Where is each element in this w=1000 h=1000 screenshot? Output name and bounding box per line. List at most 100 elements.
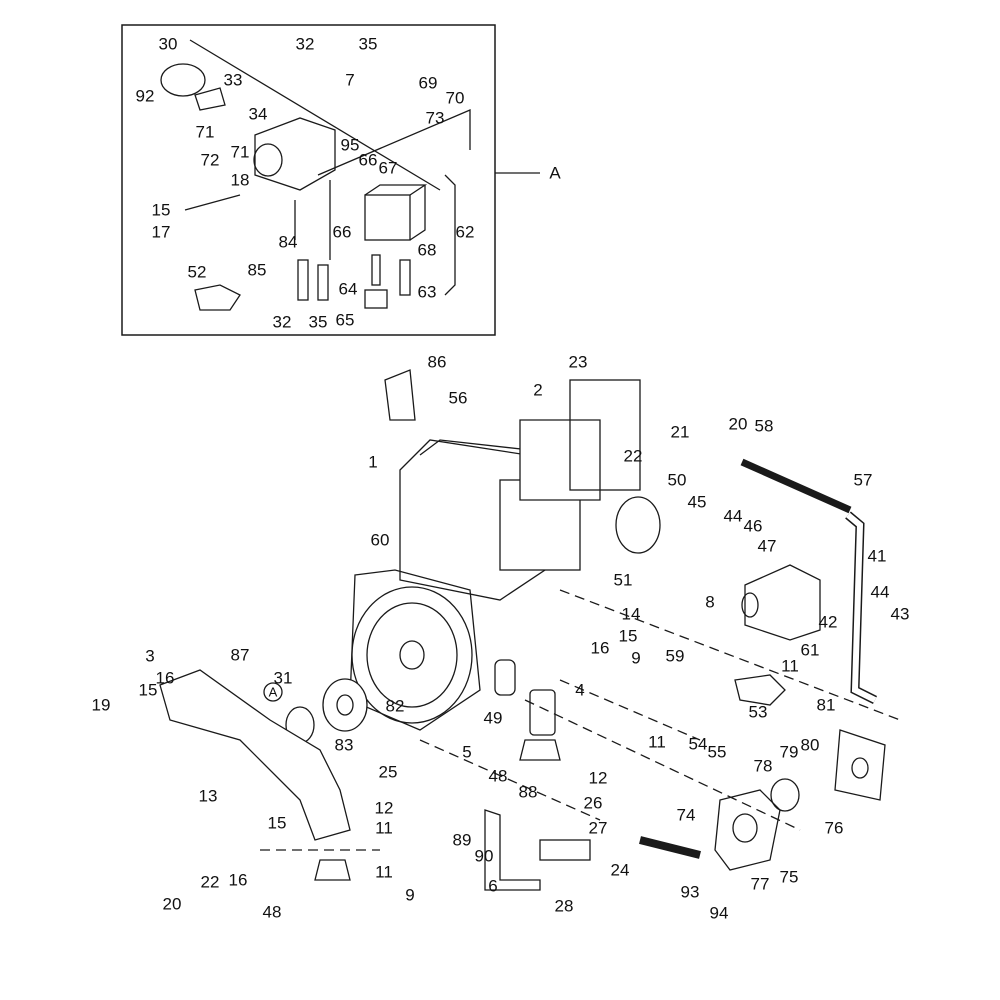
part-label: 71 bbox=[230, 142, 250, 162]
part-label: 43 bbox=[890, 604, 910, 624]
part-label: 15 bbox=[151, 200, 171, 220]
part-label: 70 bbox=[445, 88, 465, 108]
part-label: 12 bbox=[374, 798, 394, 818]
part-label: 86 bbox=[427, 352, 447, 372]
flange-75 bbox=[714, 778, 800, 871]
bracket-6 bbox=[484, 809, 541, 891]
part-label: 76 bbox=[824, 818, 844, 838]
part-label: 32 bbox=[272, 312, 292, 332]
part-label: 15 bbox=[267, 813, 287, 833]
part-label: 28 bbox=[554, 896, 574, 916]
part-label: 2 bbox=[533, 380, 543, 400]
bracket-24 bbox=[539, 839, 591, 861]
part-label: 31 bbox=[273, 668, 293, 688]
part-label: 11 bbox=[781, 656, 799, 676]
part-label: 16 bbox=[228, 870, 248, 890]
part-label: 9 bbox=[631, 648, 641, 668]
part-label: 19 bbox=[91, 695, 111, 715]
part-label: 17 bbox=[151, 222, 171, 242]
part-label: 13 bbox=[198, 786, 218, 806]
part-label: 26 bbox=[583, 793, 603, 813]
part-label: 11 bbox=[375, 862, 393, 882]
inset-frame bbox=[121, 24, 496, 336]
part-label: 67 bbox=[378, 158, 398, 178]
part-label: 89 bbox=[452, 830, 472, 850]
part-label: 22 bbox=[200, 872, 220, 892]
part-label: 3 bbox=[145, 646, 155, 666]
part-label: 50 bbox=[667, 470, 687, 490]
part-label: 84 bbox=[278, 232, 298, 252]
part-label: 42 bbox=[818, 612, 838, 632]
part-label: 5 bbox=[462, 742, 472, 762]
part-label: 18 bbox=[230, 170, 250, 190]
part-label: 51 bbox=[613, 570, 633, 590]
part-label: 72 bbox=[200, 150, 220, 170]
part-label: 44 bbox=[723, 506, 743, 526]
part-label: 81 bbox=[816, 695, 836, 715]
part-label: 20 bbox=[728, 414, 748, 434]
part-label: 85 bbox=[247, 260, 267, 280]
part-label: 21 bbox=[670, 422, 690, 442]
part-label: 80 bbox=[800, 735, 820, 755]
part-label: 33 bbox=[223, 70, 243, 90]
part-label: 53 bbox=[748, 702, 768, 722]
part-label: 41 bbox=[867, 546, 887, 566]
part-label: 14 bbox=[621, 604, 641, 624]
part-label: 58 bbox=[754, 416, 774, 436]
part-label: 11 bbox=[648, 732, 666, 752]
part-label: 6 bbox=[488, 876, 498, 896]
part-label: 62 bbox=[455, 222, 475, 242]
gasket-53 bbox=[734, 674, 786, 706]
part-label: 90 bbox=[474, 846, 494, 866]
part-label: 32 bbox=[295, 34, 315, 54]
part-label: 64 bbox=[338, 279, 358, 299]
hose-93 bbox=[639, 836, 701, 859]
part-label: 25 bbox=[378, 762, 398, 782]
part-label: 11 bbox=[375, 818, 393, 838]
part-label: 83 bbox=[334, 735, 354, 755]
pump-8 bbox=[741, 564, 821, 641]
part-label: 92 bbox=[135, 86, 155, 106]
part-label: 27 bbox=[588, 818, 608, 838]
part-label: 34 bbox=[248, 104, 268, 124]
part-label: 66 bbox=[358, 150, 378, 170]
part-label: 4 bbox=[575, 680, 585, 700]
part-label: 9 bbox=[405, 885, 415, 905]
part-label: 75 bbox=[779, 867, 799, 887]
callout-a-marker: A bbox=[268, 684, 278, 700]
part-label: 56 bbox=[448, 388, 468, 408]
part-label: 87 bbox=[230, 645, 250, 665]
part-label: 59 bbox=[665, 646, 685, 666]
part-label: 35 bbox=[358, 34, 378, 54]
engine-assembly bbox=[285, 369, 661, 744]
part-label: 7 bbox=[345, 70, 355, 90]
part-label: 79 bbox=[779, 742, 799, 762]
callout-a-label: A bbox=[549, 163, 561, 183]
flange-81 bbox=[834, 729, 886, 801]
mounts bbox=[314, 739, 561, 881]
part-label: 30 bbox=[158, 34, 178, 54]
part-label: 74 bbox=[676, 805, 696, 825]
part-label: 24 bbox=[610, 860, 630, 880]
bracket-3 bbox=[159, 669, 351, 841]
part-label: 16 bbox=[155, 668, 175, 688]
part-label: 8 bbox=[705, 592, 715, 612]
part-label: 77 bbox=[750, 874, 770, 894]
part-label: 16 bbox=[590, 638, 610, 658]
part-label: 82 bbox=[385, 696, 405, 716]
part-label: 60 bbox=[370, 530, 390, 550]
part-label: 95 bbox=[340, 135, 360, 155]
part-label: 47 bbox=[757, 536, 777, 556]
part-label: 71 bbox=[195, 122, 215, 142]
part-label: 61 bbox=[800, 640, 820, 660]
part-label: 45 bbox=[687, 492, 707, 512]
part-label: 48 bbox=[488, 766, 508, 786]
part-label: 94 bbox=[709, 903, 729, 923]
part-label: 12 bbox=[588, 768, 608, 788]
pipe-57 bbox=[740, 458, 878, 705]
part-label: 69 bbox=[418, 73, 438, 93]
part-label: 20 bbox=[162, 894, 182, 914]
part-label: 88 bbox=[518, 782, 538, 802]
part-label: 1 bbox=[368, 452, 378, 472]
